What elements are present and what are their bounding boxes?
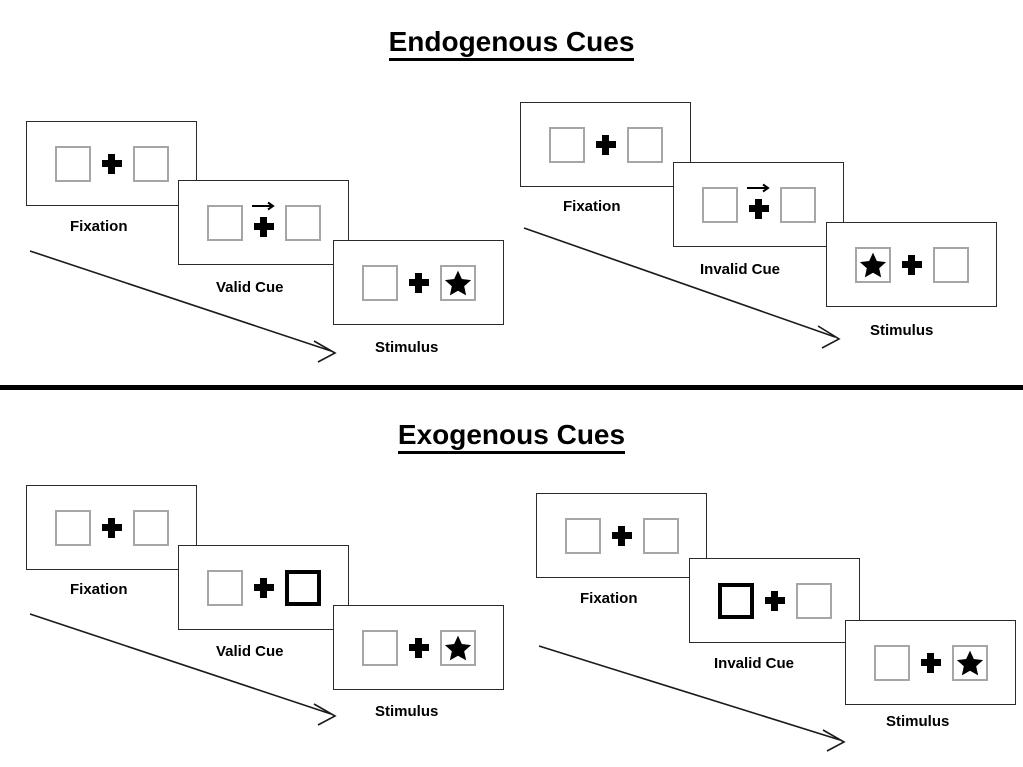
- fixation-cross-wrap: [891, 244, 933, 286]
- stimulus-box-right: [932, 246, 969, 283]
- star-icon: [859, 252, 886, 277]
- stimulus-box-left: [361, 629, 398, 666]
- frame-endogenous-valid-fixation: [26, 121, 197, 206]
- stimulus-box-left: [54, 145, 91, 182]
- frame-exogenous-valid-fixation: [26, 485, 197, 570]
- stimulus-box-left: [548, 126, 585, 163]
- stimulus-box-right: [284, 204, 321, 241]
- frame-label-exogenous-invalid-cue: Invalid Cue: [714, 655, 795, 672]
- section-title-exogenous: Exogenous Cues: [0, 419, 1023, 454]
- fixation-cross-wrap: [754, 580, 796, 622]
- fixation-cross-wrap: [91, 143, 133, 185]
- stimulus-box-right-cued: [284, 569, 321, 606]
- frame-exogenous-valid-stimulus: [333, 605, 504, 690]
- plus-icon: [611, 525, 632, 546]
- arrow-right-icon: [746, 183, 770, 192]
- frame-endogenous-invalid-stimulus: [826, 222, 997, 307]
- plus-icon: [253, 216, 274, 237]
- frame-label-endogenous-valid-fixation: Fixation: [70, 218, 128, 235]
- frame-label-exogenous-valid-stimulus: Stimulus: [375, 703, 439, 720]
- stimulus-box-left: [854, 246, 891, 283]
- section-divider: [0, 385, 1023, 390]
- stimulus-box-right: [439, 264, 476, 301]
- fixation-cross-wrap: [91, 507, 133, 549]
- frame-label-exogenous-valid-fixation: Fixation: [70, 581, 128, 598]
- section-title-endogenous-text: Endogenous Cues: [388, 26, 635, 61]
- frame-label-endogenous-invalid-cue: Invalid Cue: [700, 261, 781, 278]
- frame-exogenous-invalid-cue: [689, 558, 860, 643]
- stimulus-box-left: [206, 204, 243, 241]
- plus-icon: [595, 134, 616, 155]
- fixation-cross-wrap: [601, 515, 643, 557]
- stimulus-box-left: [54, 509, 91, 546]
- frame-label-exogenous-valid-cue: Valid Cue: [216, 643, 284, 660]
- frame-exogenous-invalid-fixation: [536, 493, 707, 578]
- star-icon: [444, 270, 471, 295]
- section-title-endogenous: Endogenous Cues: [0, 26, 1023, 61]
- star-icon: [444, 635, 471, 660]
- plus-icon: [408, 272, 429, 293]
- stimulus-box-left: [564, 517, 601, 554]
- stimulus-box-left-cued: [717, 582, 754, 619]
- section-title-exogenous-text: Exogenous Cues: [397, 419, 626, 454]
- frame-endogenous-valid-cue: [178, 180, 349, 265]
- fixation-cross-wrap: [398, 262, 440, 304]
- plus-icon: [101, 517, 122, 538]
- frame-label-endogenous-invalid-fixation: Fixation: [563, 198, 621, 215]
- fixation-cross-wrap: [738, 183, 780, 226]
- stimulus-box-right: [795, 582, 832, 619]
- stimulus-box-left: [206, 569, 243, 606]
- frame-exogenous-invalid-stimulus: [845, 620, 1016, 705]
- frame-endogenous-invalid-fixation: [520, 102, 691, 187]
- frame-label-exogenous-invalid-stimulus: Stimulus: [886, 713, 950, 730]
- frame-endogenous-valid-stimulus: [333, 240, 504, 325]
- plus-icon: [101, 153, 122, 174]
- plus-icon: [748, 198, 769, 219]
- frame-label-endogenous-valid-cue: Valid Cue: [216, 279, 284, 296]
- stimulus-box-right: [951, 644, 988, 681]
- plus-icon: [408, 637, 429, 658]
- arrow-right-icon: [251, 201, 275, 210]
- fixation-cross-wrap: [910, 642, 952, 684]
- star-icon: [956, 650, 983, 675]
- stimulus-box-right: [642, 517, 679, 554]
- frame-endogenous-invalid-cue: [673, 162, 844, 247]
- stimulus-box-right: [779, 186, 816, 223]
- stimulus-box-left: [361, 264, 398, 301]
- stimulus-box-right: [439, 629, 476, 666]
- plus-icon: [764, 590, 785, 611]
- stimulus-box-left: [873, 644, 910, 681]
- timeline-arrow-exogenous-invalid: [538, 645, 846, 752]
- plus-icon: [901, 254, 922, 275]
- frame-label-endogenous-invalid-stimulus: Stimulus: [870, 322, 934, 339]
- frame-label-exogenous-invalid-fixation: Fixation: [580, 590, 638, 607]
- stimulus-box-right: [626, 126, 663, 163]
- fixation-cross-wrap: [585, 124, 627, 166]
- fixation-cross-wrap: [243, 567, 285, 609]
- stimulus-box-right: [132, 509, 169, 546]
- stimulus-box-right: [132, 145, 169, 182]
- frame-exogenous-valid-cue: [178, 545, 349, 630]
- stimulus-box-left: [701, 186, 738, 223]
- plus-icon: [920, 652, 941, 673]
- fixation-cross-wrap: [243, 201, 285, 244]
- fixation-cross-wrap: [398, 627, 440, 669]
- plus-icon: [253, 577, 274, 598]
- frame-label-endogenous-valid-stimulus: Stimulus: [375, 339, 439, 356]
